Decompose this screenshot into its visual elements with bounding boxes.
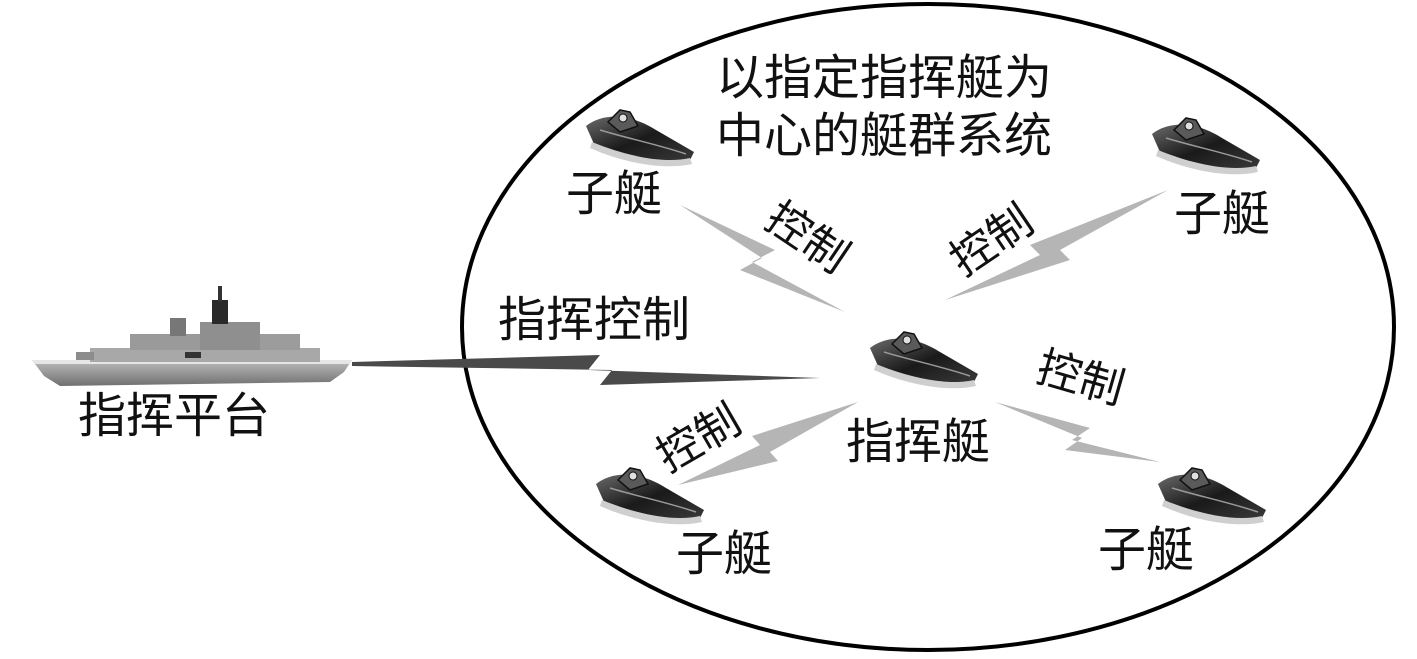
sub-boat-label: 子艇 [566, 166, 663, 222]
group-system-title-line2: 中心的艇群系统 [716, 108, 1053, 164]
sub-boat-label: 子艇 [676, 526, 773, 582]
control-link-bolt [678, 402, 858, 485]
sub-boat-icon [1157, 467, 1267, 526]
platform-label: 指挥平台 [78, 388, 271, 444]
control-link-bolt [945, 190, 1168, 300]
sub-boat-icon [585, 109, 695, 168]
group-system-title-line1: 以指定指挥艇为 [716, 50, 1053, 106]
control-link-bolt [995, 402, 1160, 462]
sub-boat-label: 子艇 [1174, 186, 1271, 242]
sub-boat-label: 子艇 [1098, 522, 1195, 578]
sub-boat-icon [1151, 117, 1261, 176]
command-link-label: 指挥控制 [498, 292, 691, 348]
command-boat-icon [869, 331, 979, 390]
warship-icon [32, 286, 352, 386]
sub-boat-icon [595, 467, 705, 526]
command-boat-label: 指挥艇 [846, 414, 991, 470]
group-boundary-ellipse [460, 2, 1396, 652]
command-link-bolt [352, 355, 820, 385]
